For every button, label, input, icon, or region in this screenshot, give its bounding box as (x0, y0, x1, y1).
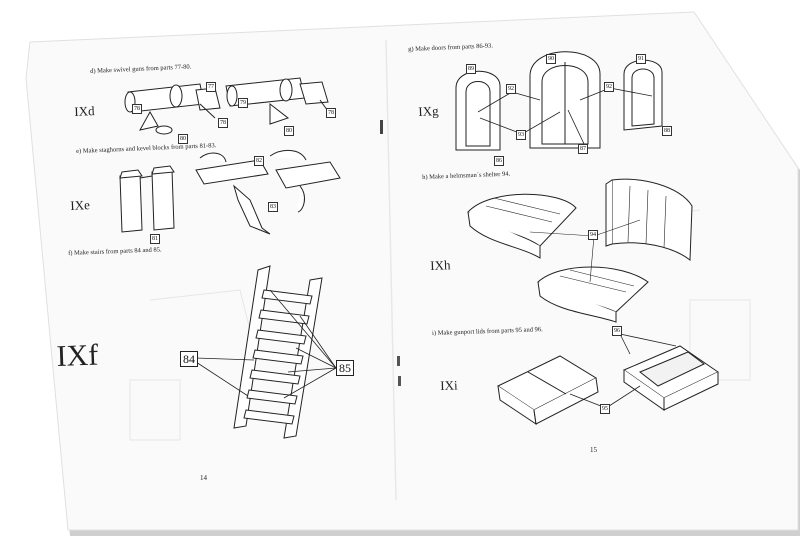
staghorns-drawing (119, 150, 341, 235)
section-label-ixi: IXi (440, 377, 458, 393)
part-callout: 96 (612, 326, 622, 336)
stairs-drawing (195, 265, 337, 439)
part-callout: 84 (180, 351, 198, 367)
section-label-ixd: IXd (74, 103, 95, 119)
part-callout: 92 (506, 84, 516, 94)
gunport-lids-drawing (496, 333, 719, 426)
section-label-ixf: IXf (56, 338, 99, 373)
part-callout: 78 (218, 118, 228, 128)
staple-low (398, 376, 401, 386)
part-callout: 82 (254, 156, 264, 166)
page-number-right: 15 (590, 446, 597, 454)
section-label-ixe: IXe (70, 197, 91, 213)
staple-top (380, 120, 383, 134)
part-callout: 92 (604, 82, 614, 92)
section-label-ixh: IXh (430, 257, 451, 273)
part-callout: 95 (600, 404, 610, 414)
part-callout: 94 (588, 230, 598, 240)
part-callout: 83 (268, 202, 278, 212)
part-callout: 79 (238, 98, 248, 108)
shelter-drawing (467, 178, 693, 323)
part-callout: 80 (178, 134, 188, 144)
section-label-ixg: IXg (418, 103, 439, 119)
part-callout: 88 (662, 126, 672, 136)
part-callout: 91 (636, 54, 646, 64)
spine-fold (385, 39, 397, 501)
part-callout: 90 (546, 54, 556, 64)
paper (25, 11, 799, 531)
part-callout: 81 (150, 234, 160, 244)
part-callout: 78 (132, 104, 142, 114)
part-callout: 89 (466, 64, 476, 74)
part-callout: 85 (336, 360, 354, 376)
part-callout: 93 (516, 130, 526, 140)
part-callout: 78 (326, 108, 336, 118)
part-callout: 80 (284, 126, 294, 136)
doors-drawing (455, 51, 663, 151)
part-callout: 86 (494, 156, 504, 166)
part-callout: 87 (578, 144, 588, 154)
page-number-left: 14 (200, 474, 207, 482)
part-callout: 77 (206, 82, 216, 92)
staple-mid (397, 356, 400, 366)
